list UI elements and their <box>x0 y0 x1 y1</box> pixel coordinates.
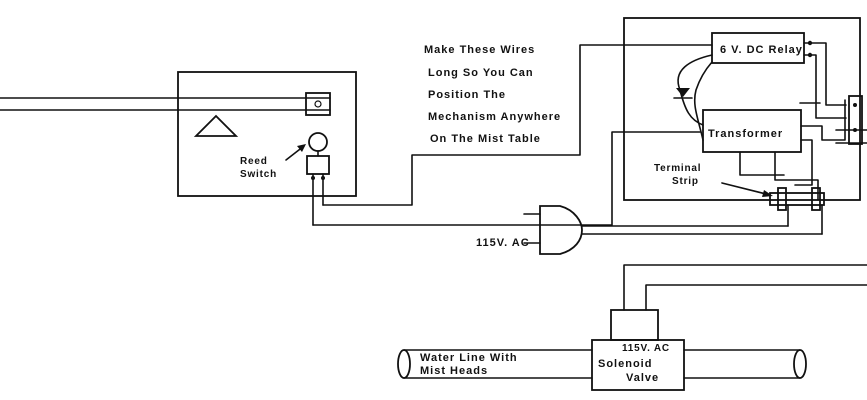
pivot-triangle <box>193 114 239 137</box>
transformer-label: Transformer <box>708 128 783 140</box>
reed-switch-label-line1: Reed <box>240 156 268 167</box>
note-line5: On The Mist Table <box>430 133 541 145</box>
control-box <box>623 17 861 201</box>
transformer-wires <box>739 99 846 201</box>
lever-arm <box>0 92 331 116</box>
reed-switch-arrow <box>285 144 306 161</box>
water-line-label-line1: Water Line With <box>420 352 518 364</box>
water-line-pipe <box>397 349 807 379</box>
reed-to-relay-wires <box>312 44 713 226</box>
solenoid-label-line1: Solenoid <box>598 358 652 370</box>
relay-output-wires <box>799 40 847 119</box>
relay-label: 6 V. DC Relay <box>720 44 803 56</box>
note-line4: Mechanism Anywhere <box>428 111 561 123</box>
note-line1: Make These Wires <box>424 44 535 56</box>
transformer-box <box>702 109 802 153</box>
solenoid-label-line2: Valve <box>626 372 659 384</box>
solenoid-wires <box>623 264 867 311</box>
plug-voltage-label: 115V. AC <box>476 237 530 249</box>
diode <box>673 54 713 141</box>
relay-box <box>711 32 805 64</box>
note-line3: Position The <box>428 89 506 101</box>
terminal-strip-label-line1: Terminal <box>654 163 701 174</box>
note-line2: Long So You Can <box>428 67 534 79</box>
solenoid-valve <box>591 309 685 391</box>
terminal-strip-arrow <box>721 182 773 197</box>
terminal-strip-label-line2: Strip <box>672 176 699 187</box>
terminal-strip <box>769 187 825 211</box>
reed-switch-label-line2: Switch <box>240 169 277 180</box>
solenoid-voltage-label: 115V. AC <box>622 343 670 354</box>
mechanism-enclosure <box>177 71 357 197</box>
ac-plug <box>523 204 823 255</box>
water-line-label-line2: Mist Heads <box>420 365 488 377</box>
right-terminal-block <box>835 95 867 145</box>
reed-switch <box>306 132 330 226</box>
